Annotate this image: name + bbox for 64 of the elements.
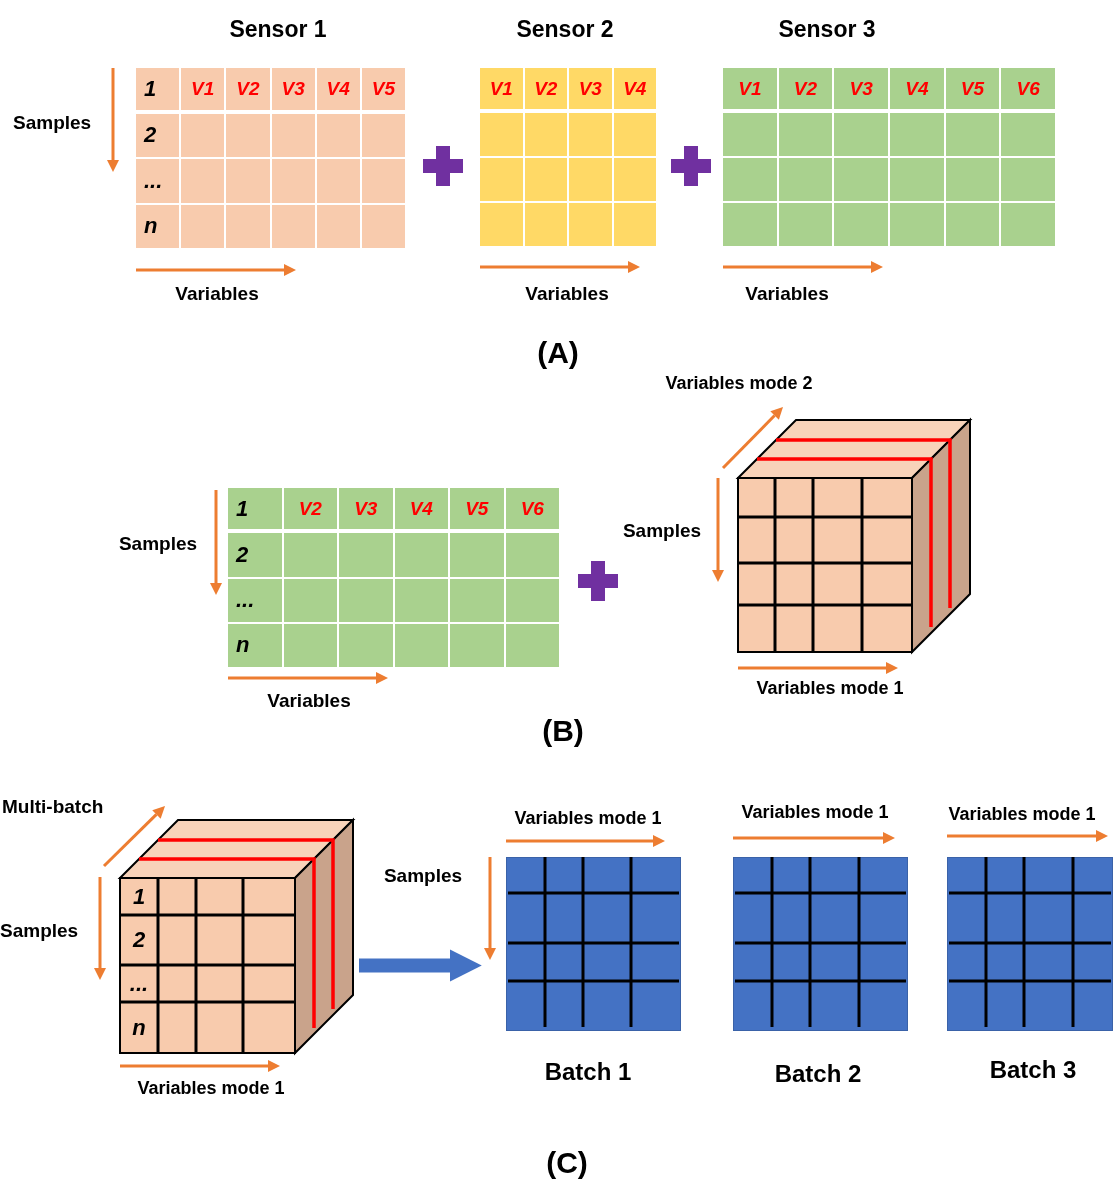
- row-index: 1: [131, 882, 147, 911]
- matrix-cell: V4: [890, 68, 944, 109]
- block-arrow: [359, 949, 482, 982]
- batch-grid: [506, 857, 681, 1031]
- matrix-cell: V1: [480, 68, 523, 109]
- axis-label: Variables mode 2: [665, 373, 813, 394]
- matrix-cell: V4: [613, 68, 656, 109]
- matrix-cell: V3: [339, 488, 393, 530]
- axis-label: Samples: [0, 920, 79, 942]
- matrix-cell: ...: [228, 578, 282, 622]
- matrix-cell: V5: [945, 68, 1000, 109]
- matrix-cell: V2: [283, 488, 337, 530]
- panel-label: (B): [542, 714, 584, 748]
- axis-label: Variables: [267, 690, 351, 712]
- matrix-cell: V2: [226, 68, 270, 110]
- matrix-cell: V3: [569, 68, 612, 109]
- axis-label: Samples: [13, 112, 92, 134]
- matrix-cell: V3: [834, 68, 888, 109]
- row-index: n: [131, 1013, 147, 1042]
- matrix-cell: ...: [136, 159, 180, 203]
- axis-label: Variables mode 1: [741, 802, 889, 823]
- axis-label: Variables: [175, 283, 259, 305]
- matrix-cell: V5: [361, 68, 405, 110]
- data-matrix: [228, 488, 559, 667]
- axis-label: Batch 2: [774, 1060, 862, 1088]
- matrix-cell: V6: [1001, 68, 1055, 109]
- sensor-title: Sensor 3: [778, 16, 876, 43]
- axis-label: Multi-batch: [2, 796, 104, 818]
- axis-label: Samples: [622, 520, 702, 542]
- matrix-cell: V6: [505, 488, 559, 530]
- matrix-cell: 2: [136, 113, 180, 157]
- batch-grid: [733, 857, 908, 1031]
- matrix-cell: V3: [271, 68, 315, 110]
- axis-label: Variables mode 1: [514, 808, 662, 829]
- matrix-cell: V1: [723, 68, 777, 109]
- axis-label: Variables: [525, 283, 609, 305]
- axis-label: Variables mode 1: [137, 1078, 285, 1099]
- matrix-cell: V1: [181, 68, 225, 110]
- axis-label: Samples: [383, 865, 463, 887]
- matrix-cell: n: [136, 204, 180, 248]
- matrix-cell: 1: [136, 68, 180, 110]
- data-cube: [120, 820, 353, 1053]
- panel-label: (A): [537, 336, 579, 370]
- sensor-title: Sensor 2: [516, 16, 614, 43]
- axis-label: Batch 1: [544, 1058, 632, 1086]
- matrix-cell: V4: [316, 68, 360, 110]
- matrix-cell: V5: [450, 488, 504, 530]
- matrix-cell: V4: [394, 488, 448, 530]
- row-index: 2: [131, 926, 147, 954]
- axis-label: Variables mode 1: [756, 678, 904, 699]
- axis-label: Variables: [745, 283, 829, 305]
- matrix-cell: V2: [524, 68, 567, 109]
- axis-label: Batch 3: [989, 1056, 1077, 1084]
- matrix-cell: n: [228, 623, 282, 667]
- axis-label: Variables mode 1: [948, 804, 1096, 825]
- matrix-cell: V2: [778, 68, 833, 109]
- sensor-title: Sensor 1: [229, 16, 327, 43]
- data-cube: [738, 420, 970, 652]
- matrix-cell: 1: [228, 488, 282, 530]
- batch-grid: [947, 857, 1113, 1031]
- panel-label: (C): [546, 1146, 588, 1180]
- row-index: ...: [128, 969, 150, 998]
- matrix-cell: 2: [228, 533, 282, 577]
- axis-label: Samples: [118, 533, 198, 555]
